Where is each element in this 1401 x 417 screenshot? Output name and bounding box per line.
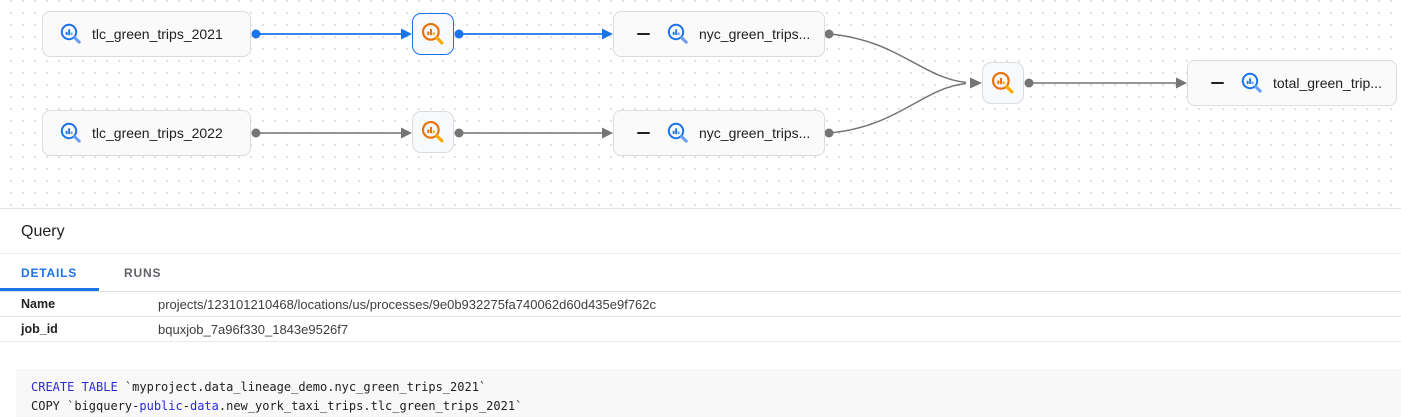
bigquery-table-icon: [667, 23, 688, 44]
detail-row-job-id: job_id bquxjob_7a96f330_1843e9526f7: [0, 317, 1401, 342]
detail-value: bquxjob_7a96f330_1843e9526f7: [158, 321, 349, 337]
sql-line-1: CREATE TABLE `myproject.data_lineage_dem…: [31, 378, 1401, 397]
sql-keyword: public: [139, 399, 183, 413]
detail-label: Name: [21, 297, 56, 311]
sql-code-block: CREATE TABLE `myproject.data_lineage_dem…: [16, 369, 1401, 417]
process-node-selected[interactable]: [412, 13, 454, 55]
sql-keyword: data: [189, 399, 219, 413]
sql-text: COPY `bigquery-: [31, 399, 140, 413]
bigquery-table-icon: [1241, 72, 1262, 93]
lineage-canvas[interactable]: tlc_green_trips_2021 tlc_green_trips_202…: [0, 0, 1401, 209]
tab-runs[interactable]: RUNS: [99, 254, 185, 291]
node-label: nyc_green_trips...: [699, 26, 810, 42]
sql-text: `myproject.data_lineage_demo.nyc_green_t…: [117, 380, 487, 394]
bigquery-table-icon: [60, 23, 81, 44]
table-node-tlc-green-trips-2022[interactable]: tlc_green_trips_2022: [42, 110, 251, 156]
process-node[interactable]: [412, 111, 454, 153]
query-details-panel: Query DETAILS RUNS Name projects/1231012…: [0, 210, 1401, 417]
collapse-minus-icon[interactable]: [637, 132, 650, 134]
panel-title: Query: [21, 222, 65, 240]
tab-details-label: DETAILS: [21, 265, 78, 280]
node-label: tlc_green_trips_2021: [92, 26, 223, 42]
sql-text: .new_york_taxi_trips.tlc_green_trips_202…: [218, 399, 523, 413]
sql-line-2: COPY `bigquery-public-data.new_york_taxi…: [31, 397, 1401, 416]
process-node-merge[interactable]: [982, 62, 1024, 104]
lineage-edges: [251, 28, 1187, 139]
detail-value: projects/123101210468/locations/us/proce…: [158, 296, 657, 312]
bigquery-process-icon: [421, 22, 444, 45]
node-label: nyc_green_trips...: [699, 125, 810, 141]
detail-label: job_id: [21, 322, 58, 336]
collapse-minus-icon[interactable]: [637, 33, 650, 35]
collapse-minus-icon[interactable]: [1211, 82, 1224, 84]
detail-row-name: Name projects/123101210468/locations/us/…: [0, 292, 1401, 317]
table-node-nyc-green-trips-2022[interactable]: nyc_green_trips...: [613, 110, 825, 156]
bigquery-table-icon: [667, 122, 688, 143]
panel-title-row: Query: [0, 210, 1401, 254]
panel-tab-bar: DETAILS RUNS: [0, 254, 1401, 292]
table-node-tlc-green-trips-2021[interactable]: tlc_green_trips_2021: [42, 11, 251, 57]
tab-runs-label: RUNS: [124, 265, 162, 280]
sql-keyword: CREATE TABLE: [31, 380, 118, 394]
bigquery-process-icon: [991, 71, 1014, 94]
node-label: total_green_trip...: [1273, 75, 1382, 91]
table-node-total-green-trips[interactable]: total_green_trip...: [1187, 60, 1397, 106]
tab-details[interactable]: DETAILS: [0, 254, 99, 291]
bigquery-process-icon: [421, 120, 444, 143]
table-node-nyc-green-trips-2021[interactable]: nyc_green_trips...: [613, 11, 825, 57]
bigquery-table-icon: [60, 122, 81, 143]
node-label: tlc_green_trips_2022: [92, 125, 223, 141]
sql-text: -: [182, 399, 190, 413]
